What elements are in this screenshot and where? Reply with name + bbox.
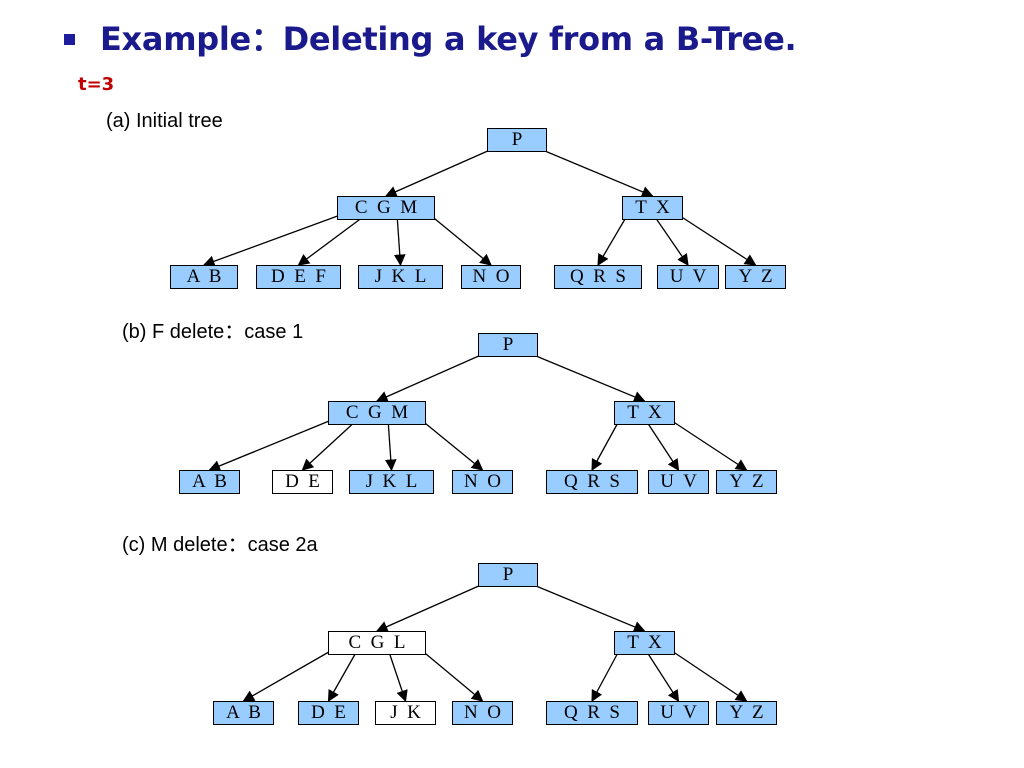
tree-c-edge-left bbox=[387, 648, 408, 703]
tree-c-leaf-node: U V bbox=[648, 701, 709, 725]
tree-b-edge-right bbox=[668, 418, 748, 471]
tree-c-edge-left bbox=[327, 648, 359, 703]
caption-f-delete: (b) F delete：case 1 bbox=[122, 321, 304, 343]
tree-c-internal-node: C G L bbox=[328, 631, 426, 655]
tree-a-leaf-node: Y Z bbox=[725, 265, 786, 289]
tree-a-edge-root bbox=[532, 145, 654, 198]
tree-a-leaf-node: A B bbox=[170, 265, 238, 289]
tree-b-internal-node: T X bbox=[614, 401, 675, 425]
tree-c-edge-left bbox=[242, 648, 335, 702]
tree-a-edge-right bbox=[676, 213, 757, 266]
tree-a-edge-root bbox=[384, 145, 500, 198]
tree-a-internal-node: C G M bbox=[337, 196, 435, 220]
min-degree-label: t=3 bbox=[78, 74, 115, 95]
tree-a-edge-left bbox=[297, 213, 368, 266]
tree-b-leaf-node: N O bbox=[452, 470, 513, 494]
tree-b-edge-left bbox=[208, 418, 335, 472]
tree-c-leaf-node: D E bbox=[298, 701, 359, 725]
tree-a-root-node: P bbox=[487, 128, 547, 152]
tree-a-leaf-node: N O bbox=[461, 265, 521, 289]
tree-b-edge-root bbox=[523, 350, 646, 403]
tree-a-leaf-node: Q R S bbox=[554, 265, 642, 289]
tree-c-internal-node: T X bbox=[614, 631, 675, 655]
tree-c-edge-root bbox=[375, 580, 491, 633]
tree-a-leaf-node: J K L bbox=[358, 265, 443, 289]
tree-a-leaf-node: U V bbox=[657, 265, 719, 289]
tree-b-root-node: P bbox=[478, 333, 538, 357]
tree-b-leaf-node: A B bbox=[179, 470, 240, 494]
tree-c-leaf-node: Y Z bbox=[716, 701, 777, 725]
tree-a-edge-right bbox=[597, 213, 629, 267]
bullet-icon bbox=[64, 34, 75, 45]
tree-b-edge-right bbox=[591, 418, 621, 472]
tree-b-leaf-node: D E bbox=[272, 470, 333, 494]
tree-b-leaf-node: Y Z bbox=[716, 470, 777, 494]
tree-b-leaf-node: J K L bbox=[349, 470, 434, 494]
tree-c-edge-right bbox=[644, 648, 680, 702]
tree-a-edge-left bbox=[428, 213, 492, 266]
tree-c-edge-right bbox=[668, 648, 748, 702]
tree-c-leaf-node: A B bbox=[213, 701, 274, 725]
tree-b-edge-left bbox=[301, 418, 359, 471]
tree-b-leaf-node: Q R S bbox=[546, 470, 638, 494]
caption-initial-tree: (a) Initial tree bbox=[106, 110, 223, 132]
tree-b-internal-node: C G M bbox=[328, 401, 426, 425]
caption-m-delete: (c) M delete：case 2a bbox=[122, 534, 318, 556]
tree-c-leaf-node: J K bbox=[375, 701, 436, 725]
slide-title: Example：Deleting a key from a B-Tree. bbox=[100, 20, 797, 58]
tree-a-leaf-node: D E F bbox=[256, 265, 341, 289]
tree-a-edge-left bbox=[393, 213, 406, 267]
tree-c-edge-root bbox=[523, 580, 646, 633]
tree-c-edge-left bbox=[419, 648, 484, 702]
tree-a-edge-left bbox=[202, 213, 344, 267]
tree-b-leaf-node: U V bbox=[648, 470, 709, 494]
tree-c-root-node: P bbox=[478, 563, 538, 587]
tree-b-edge-left bbox=[384, 418, 397, 472]
tree-a-internal-node: T X bbox=[622, 196, 683, 220]
tree-c-edge-right bbox=[591, 648, 621, 703]
tree-b-edge-root bbox=[375, 350, 491, 403]
tree-c-leaf-node: Q R S bbox=[546, 701, 638, 725]
tree-a-edge-right bbox=[652, 213, 689, 266]
tree-b-edge-right bbox=[644, 418, 680, 471]
tree-b-edge-left bbox=[419, 418, 484, 471]
tree-c-leaf-node: N O bbox=[452, 701, 513, 725]
